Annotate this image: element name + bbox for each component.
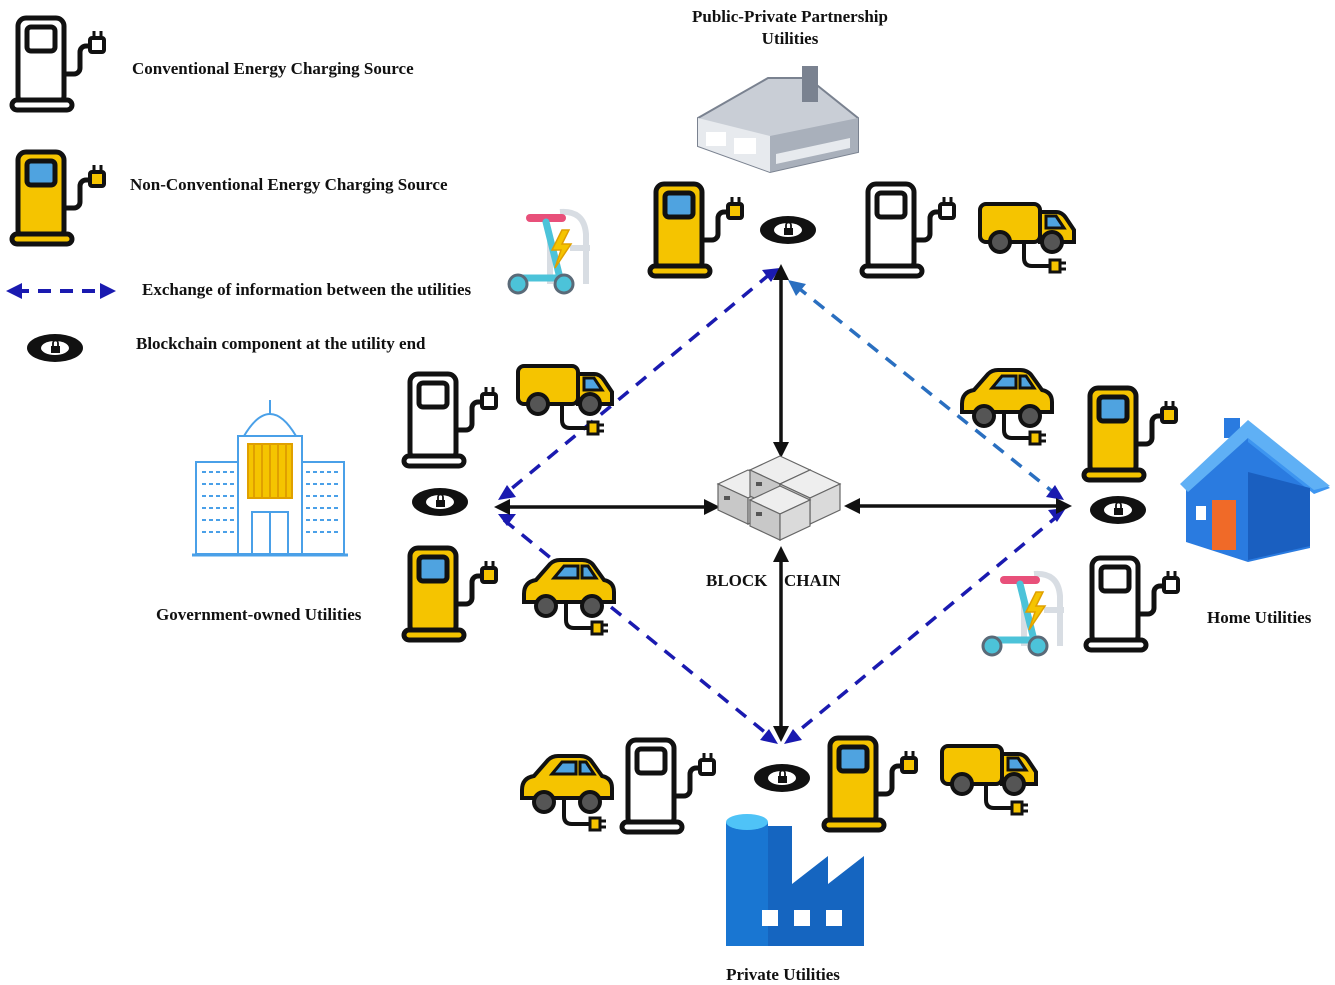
- dashed-link-left-bottom: [502, 518, 774, 740]
- conventional-charger-icon: [862, 184, 954, 276]
- legend-conventional-label: Conventional Energy Charging Source: [132, 59, 414, 78]
- blockchain-component-icon: [1089, 495, 1147, 525]
- blockchain-label-left: BLOCK: [706, 571, 768, 590]
- solid-connections: [494, 264, 1072, 742]
- blockchain-hub: BLOCK CHAIN: [706, 455, 841, 590]
- blockchain-component-icon: [26, 333, 84, 363]
- private-utility: Private Utilities: [520, 738, 1038, 984]
- government-label: Government-owned Utilities: [156, 605, 362, 624]
- warehouse-icon: [697, 66, 859, 174]
- government-building-icon: [192, 400, 348, 557]
- legend-blockchain-component-label: Blockchain component at the utility end: [136, 334, 426, 353]
- ev-truck-icon: [516, 364, 614, 436]
- non-conventional-charger-icon: [650, 184, 742, 276]
- ev-truck-icon: [940, 744, 1038, 816]
- private-label: Private Utilities: [726, 965, 840, 984]
- dashed-link-right-bottom: [788, 512, 1062, 740]
- ppp-title-line2: Utilities: [762, 29, 819, 48]
- ppp-utility: Public-Private Partnership Utilities: [509, 7, 1076, 293]
- conventional-charger-icon: [12, 18, 104, 110]
- dashed-connections: [502, 272, 1062, 740]
- legend-exchange-label: Exchange of information between the util…: [142, 280, 471, 299]
- factory-icon: [726, 814, 864, 946]
- conventional-charger-icon: [622, 740, 714, 832]
- scooter-icon: [509, 212, 590, 293]
- legend-non-conventional-label: Non-Conventional Energy Charging Source: [130, 175, 448, 194]
- home-utility: Home Utilities: [960, 368, 1330, 655]
- home-label: Home Utilities: [1207, 608, 1312, 627]
- conventional-charger-icon: [404, 374, 496, 466]
- ev-car-icon: [520, 754, 614, 832]
- ppp-title-line1: Public-Private Partnership: [692, 7, 888, 26]
- dashed-arrowheads: [498, 268, 1066, 744]
- ev-truck-icon: [978, 202, 1076, 274]
- government-utility: Government-owned Utilities: [156, 364, 616, 640]
- non-conventional-charger-icon: [404, 548, 496, 640]
- dashed-arrow-icon: [6, 283, 116, 299]
- non-conventional-charger-icon: [12, 152, 104, 244]
- non-conventional-charger-icon: [1084, 388, 1176, 480]
- ev-car-icon: [960, 368, 1054, 446]
- non-conventional-charger-icon: [824, 738, 916, 830]
- blockchain-component-icon: [753, 763, 811, 793]
- ev-car-icon: [522, 558, 616, 636]
- blockchain-label-right: CHAIN: [784, 571, 841, 590]
- blockchain-component-icon: [759, 215, 817, 245]
- legend: Conventional Energy Charging Source Non-…: [6, 18, 471, 363]
- house-icon: [1180, 418, 1330, 562]
- blockchain-component-icon: [411, 487, 469, 517]
- scooter-icon: [983, 574, 1064, 655]
- dashed-link-top-left: [503, 272, 772, 496]
- conventional-charger-icon: [1086, 558, 1178, 650]
- dashed-link-top-right: [794, 284, 1060, 498]
